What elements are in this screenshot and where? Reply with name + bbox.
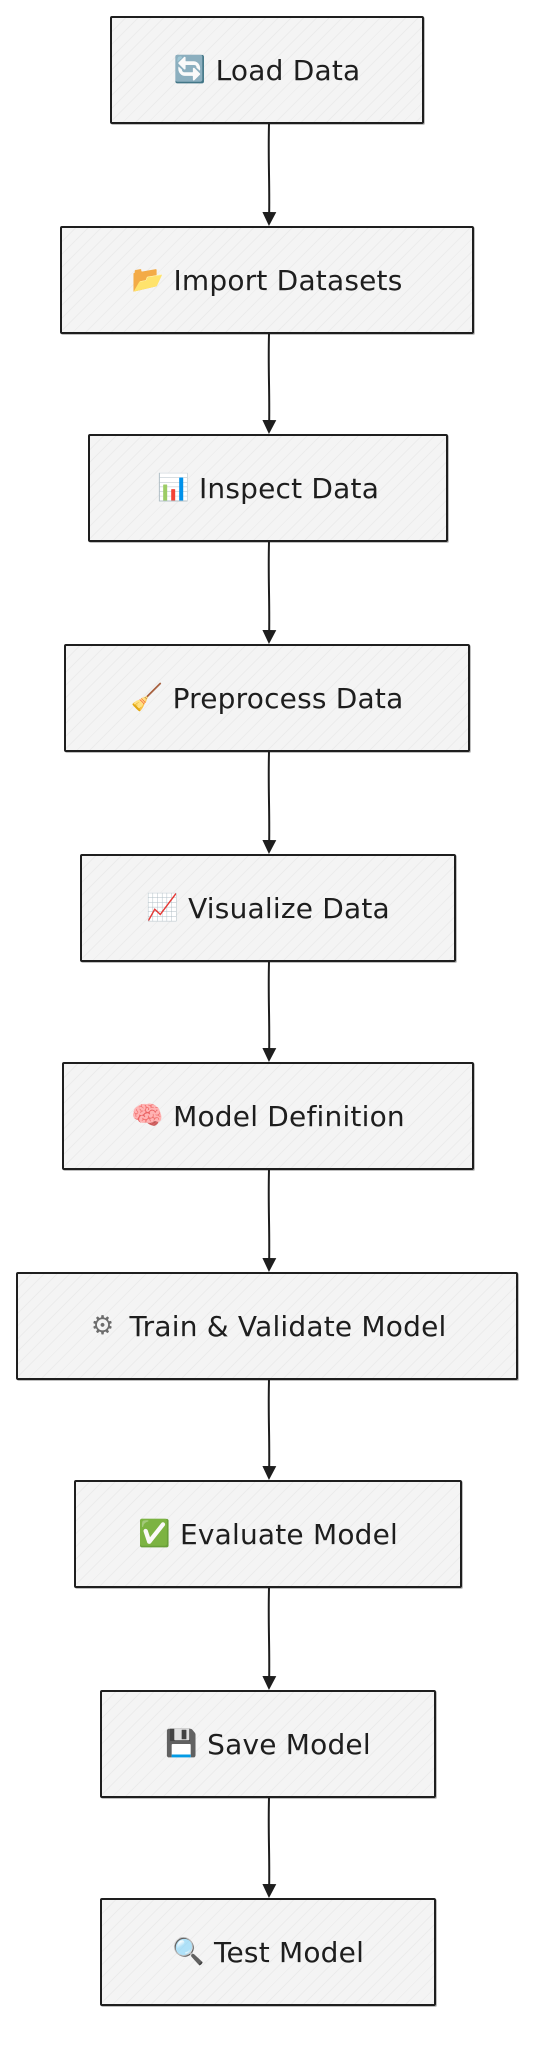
brain-icon: 🧠	[131, 1101, 164, 1131]
node-save-model: 💾 Save Model	[100, 1690, 436, 1798]
arrow-train-validate-model-to-evaluate-model	[262, 1379, 277, 1480]
broom-icon: 🧹	[130, 683, 163, 713]
node-visualize-data: 📈 Visualize Data	[80, 854, 456, 962]
arrow-model-definition-to-train-validate-model	[262, 1169, 277, 1272]
arrow-evaluate-model-to-save-model	[262, 1587, 277, 1690]
node-inspect-data: 📊 Inspect Data	[88, 434, 448, 542]
arrow-preprocess-data-to-visualize-data	[262, 751, 277, 854]
node-label: Preprocess Data	[172, 681, 404, 715]
arrow-load-data-to-import-datasets	[262, 123, 277, 226]
node-test-model: 🔍 Test Model	[100, 1898, 436, 2006]
arrow-import-datasets-to-inspect-data	[262, 333, 277, 434]
node-label: Save Model	[207, 1727, 371, 1761]
node-import-datasets: 📂 Import Datasets	[60, 226, 474, 334]
bar-chart-icon: 📊	[156, 473, 190, 503]
refresh-icon: 🔄	[173, 55, 206, 85]
node-label: Import Datasets	[173, 263, 403, 297]
arrow-visualize-data-to-model-definition	[262, 961, 277, 1062]
arrow-save-model-to-test-model	[262, 1797, 277, 1898]
magnifying-glass-icon: 🔍	[171, 1937, 205, 1967]
node-model-definition: 🧠 Model Definition	[62, 1062, 474, 1170]
node-label: Train & Validate Model	[129, 1309, 447, 1343]
node-load-data: 🔄 Load Data	[110, 16, 424, 124]
node-train-validate-model: ⚙ Train & Validate Model	[16, 1272, 518, 1380]
node-label: Model Definition	[173, 1099, 405, 1133]
node-label: Load Data	[215, 53, 361, 87]
node-label: Test Model	[213, 1935, 365, 1969]
node-preprocess-data: 🧹 Preprocess Data	[64, 644, 470, 752]
node-label: Visualize Data	[188, 891, 390, 925]
arrow-inspect-data-to-preprocess-data	[262, 541, 277, 644]
gear-icon: ⚙	[90, 1311, 115, 1341]
chart-increasing-icon: 📈	[146, 893, 179, 923]
folder-icon: 📂	[131, 265, 164, 295]
check-mark-icon: ✅	[137, 1519, 171, 1549]
node-label: Evaluate Model	[179, 1517, 399, 1551]
node-label: Inspect Data	[198, 471, 380, 505]
floppy-disk-icon: 💾	[165, 1729, 198, 1759]
node-evaluate-model: ✅ Evaluate Model	[74, 1480, 462, 1588]
